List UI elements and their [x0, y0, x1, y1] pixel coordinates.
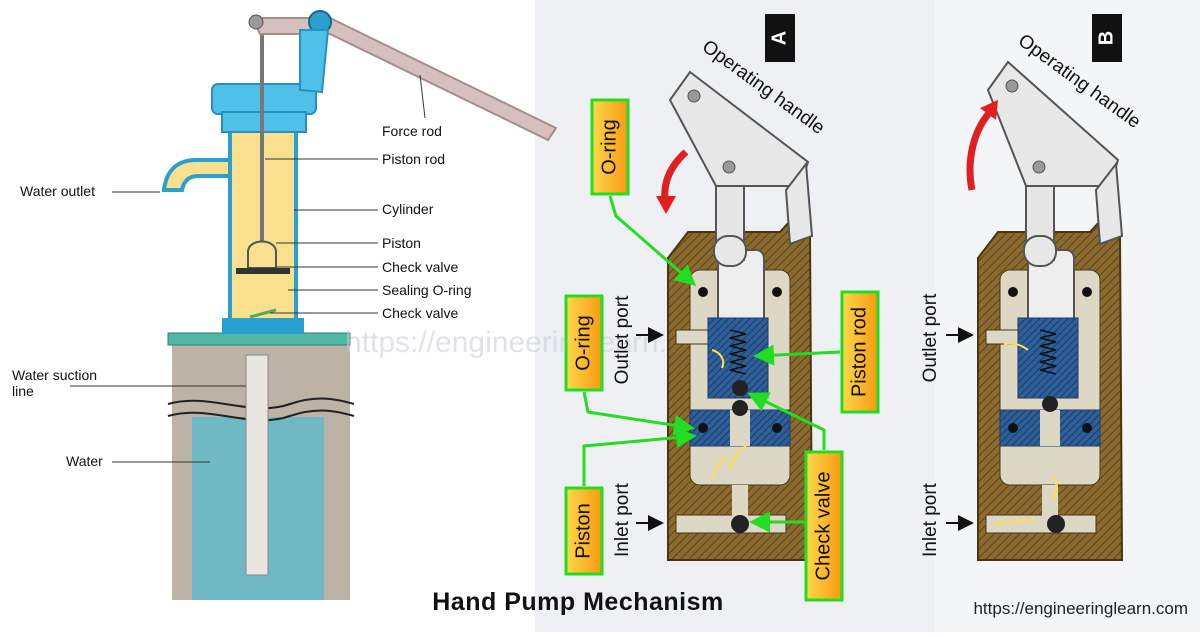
panel-a-mechanism: A Operatin — [564, 14, 880, 602]
label-cylinder: Cylinder — [382, 201, 434, 217]
source-url: https://engineeringlearn.com — [973, 599, 1188, 618]
callout-o-ring-mid — [564, 294, 604, 392]
label-sealing-o-ring: Sealing O-ring — [382, 282, 472, 298]
panel-b-outlet-port-label: Outlet port — [920, 293, 941, 382]
base-plate — [167, 332, 351, 346]
label-water-suction-line-1: Water suction — [12, 367, 97, 383]
hand-pump-illustration: https://engineeringlearn.com Force rod P… — [12, 10, 724, 600]
suction-pipe — [245, 354, 269, 576]
panel-b-tag — [1092, 14, 1122, 62]
panel-b-mechanism: B Operating handle Outlet port Inle — [920, 14, 1144, 561]
piston — [247, 240, 277, 269]
panel-b-tag-text: B — [1095, 31, 1117, 45]
panel-a-outlet-port-label: Outlet port — [612, 295, 633, 384]
callout-o-ring-top — [590, 98, 630, 196]
water-outlet-spout — [161, 158, 232, 192]
label-check-valve-upper: Check valve — [382, 259, 458, 275]
callout-piston — [564, 486, 604, 576]
callout-o-ring-top-text: O-ring — [598, 119, 620, 175]
panel-a-tag — [765, 14, 795, 62]
sealing-o-ring — [236, 268, 290, 274]
callout-o-ring-mid-text: O-ring — [572, 315, 594, 371]
callout-piston-rod-text: Piston rod — [848, 307, 870, 397]
label-water-outlet: Water outlet — [20, 183, 95, 199]
lower-check-valve — [249, 308, 277, 319]
label-piston: Piston — [382, 235, 421, 251]
label-force-rod: Force rod — [382, 123, 442, 139]
callout-check-valve — [804, 450, 844, 602]
callout-check-valve-text: Check valve — [812, 472, 834, 581]
label-water: Water — [66, 453, 103, 469]
panel-a-tag-text: A — [768, 31, 790, 45]
label-water-suction-line-2: line — [12, 383, 34, 399]
diagram-title: Hand Pump Mechanism — [432, 588, 724, 616]
panel-a-inlet-port-label: Inlet port — [612, 482, 633, 557]
label-piston-rod: Piston rod — [382, 151, 445, 167]
panel-b-inlet-port-label: Inlet port — [920, 482, 941, 557]
callout-piston-text: Piston — [572, 503, 594, 559]
watermark-text: https://engineeringlearn.com — [345, 326, 724, 359]
callout-piston-rod — [840, 290, 880, 414]
label-check-valve-lower: Check valve — [382, 305, 458, 321]
